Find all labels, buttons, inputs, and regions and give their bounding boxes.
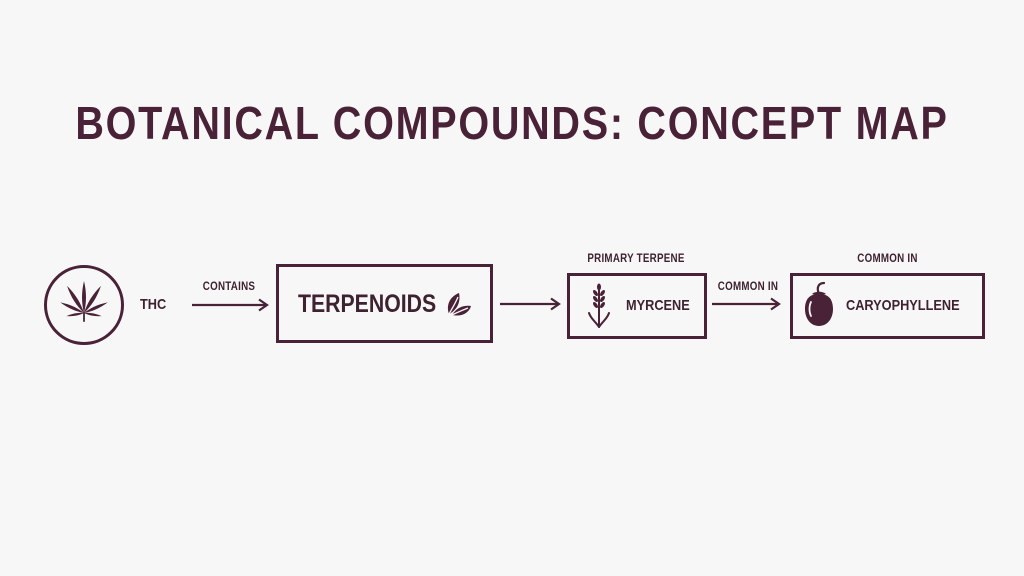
wheat-sprig-icon bbox=[588, 283, 610, 328]
terpenoids-label: TERPENOIDS bbox=[298, 290, 437, 318]
terpenoids-node-box bbox=[276, 264, 493, 343]
thc-label: THC bbox=[140, 296, 167, 313]
myrcene-node-box bbox=[567, 273, 707, 339]
myrcene-label: MYRCENE bbox=[626, 297, 690, 314]
leaves-icon bbox=[447, 293, 471, 316]
pepper-icon bbox=[805, 281, 833, 326]
arrow-terpenoids-to-myrcene bbox=[500, 297, 561, 311]
page-title: BOTANICAL COMPOUNDS: CONCEPT MAP bbox=[75, 97, 949, 149]
caryophyllene-caption: COMMON IN bbox=[857, 253, 918, 265]
edge-label-common-in: COMMON IN bbox=[717, 281, 779, 293]
caryophyllene-label: CARYOPHYLLENE bbox=[846, 297, 960, 314]
thc-node-circle bbox=[44, 265, 124, 345]
caryophyllene-node-box bbox=[790, 273, 985, 339]
myrcene-caption: PRIMARY TERPENE bbox=[587, 253, 685, 265]
arrow-thc-to-terpenoids bbox=[192, 298, 269, 312]
edge-label-contains: CONTAINS bbox=[202, 281, 256, 293]
cannabis-leaf-icon bbox=[59, 281, 108, 322]
arrow-myrcene-to-caryophyllene bbox=[712, 297, 781, 311]
